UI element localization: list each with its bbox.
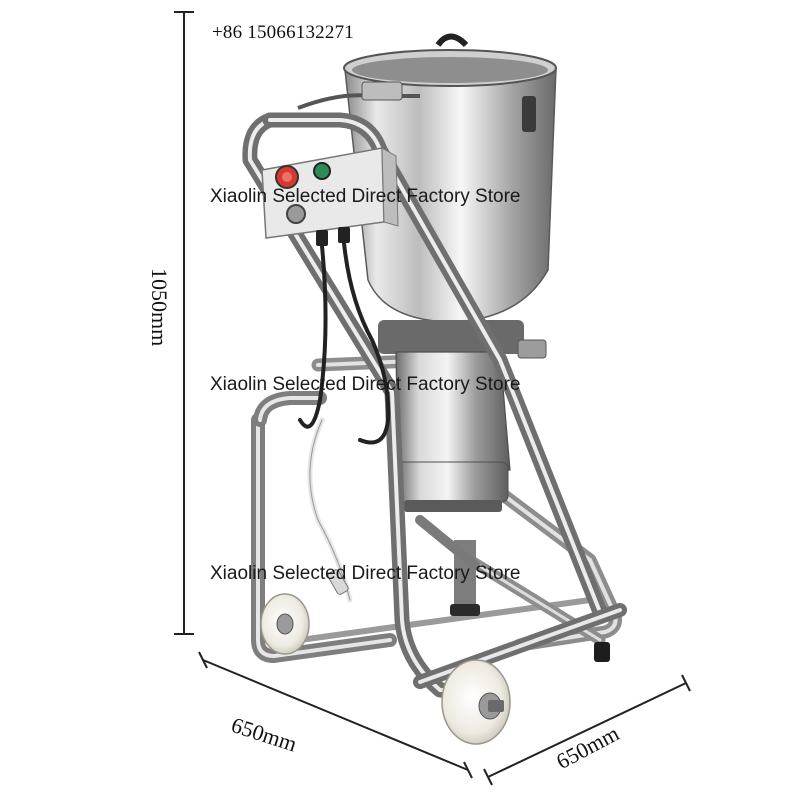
watermark-text: Xiaolin Selected Direct Factory Store [210, 374, 521, 395]
mixing-bowl [297, 33, 557, 323]
speed-knob [286, 204, 306, 224]
phone-number: +86 15066132271 [212, 22, 354, 43]
lid-latch [361, 81, 403, 101]
motor-housing [378, 320, 547, 616]
front-wheel [441, 659, 511, 745]
power-cables [298, 241, 391, 603]
left-width-dimension-line [202, 659, 469, 771]
rear-wheel [260, 593, 310, 655]
dimension-lines [174, 11, 691, 786]
right-width-dimension-line [487, 682, 687, 778]
height-dimension-label: 1050mm [147, 268, 172, 347]
watermark-text: Xiaolin Selected Direct Factory Store [210, 186, 521, 207]
control-box [261, 147, 399, 246]
lid-clamp [522, 96, 536, 132]
watermark-text: Xiaolin Selected Direct Factory Store [210, 563, 521, 584]
start-button [313, 162, 331, 180]
